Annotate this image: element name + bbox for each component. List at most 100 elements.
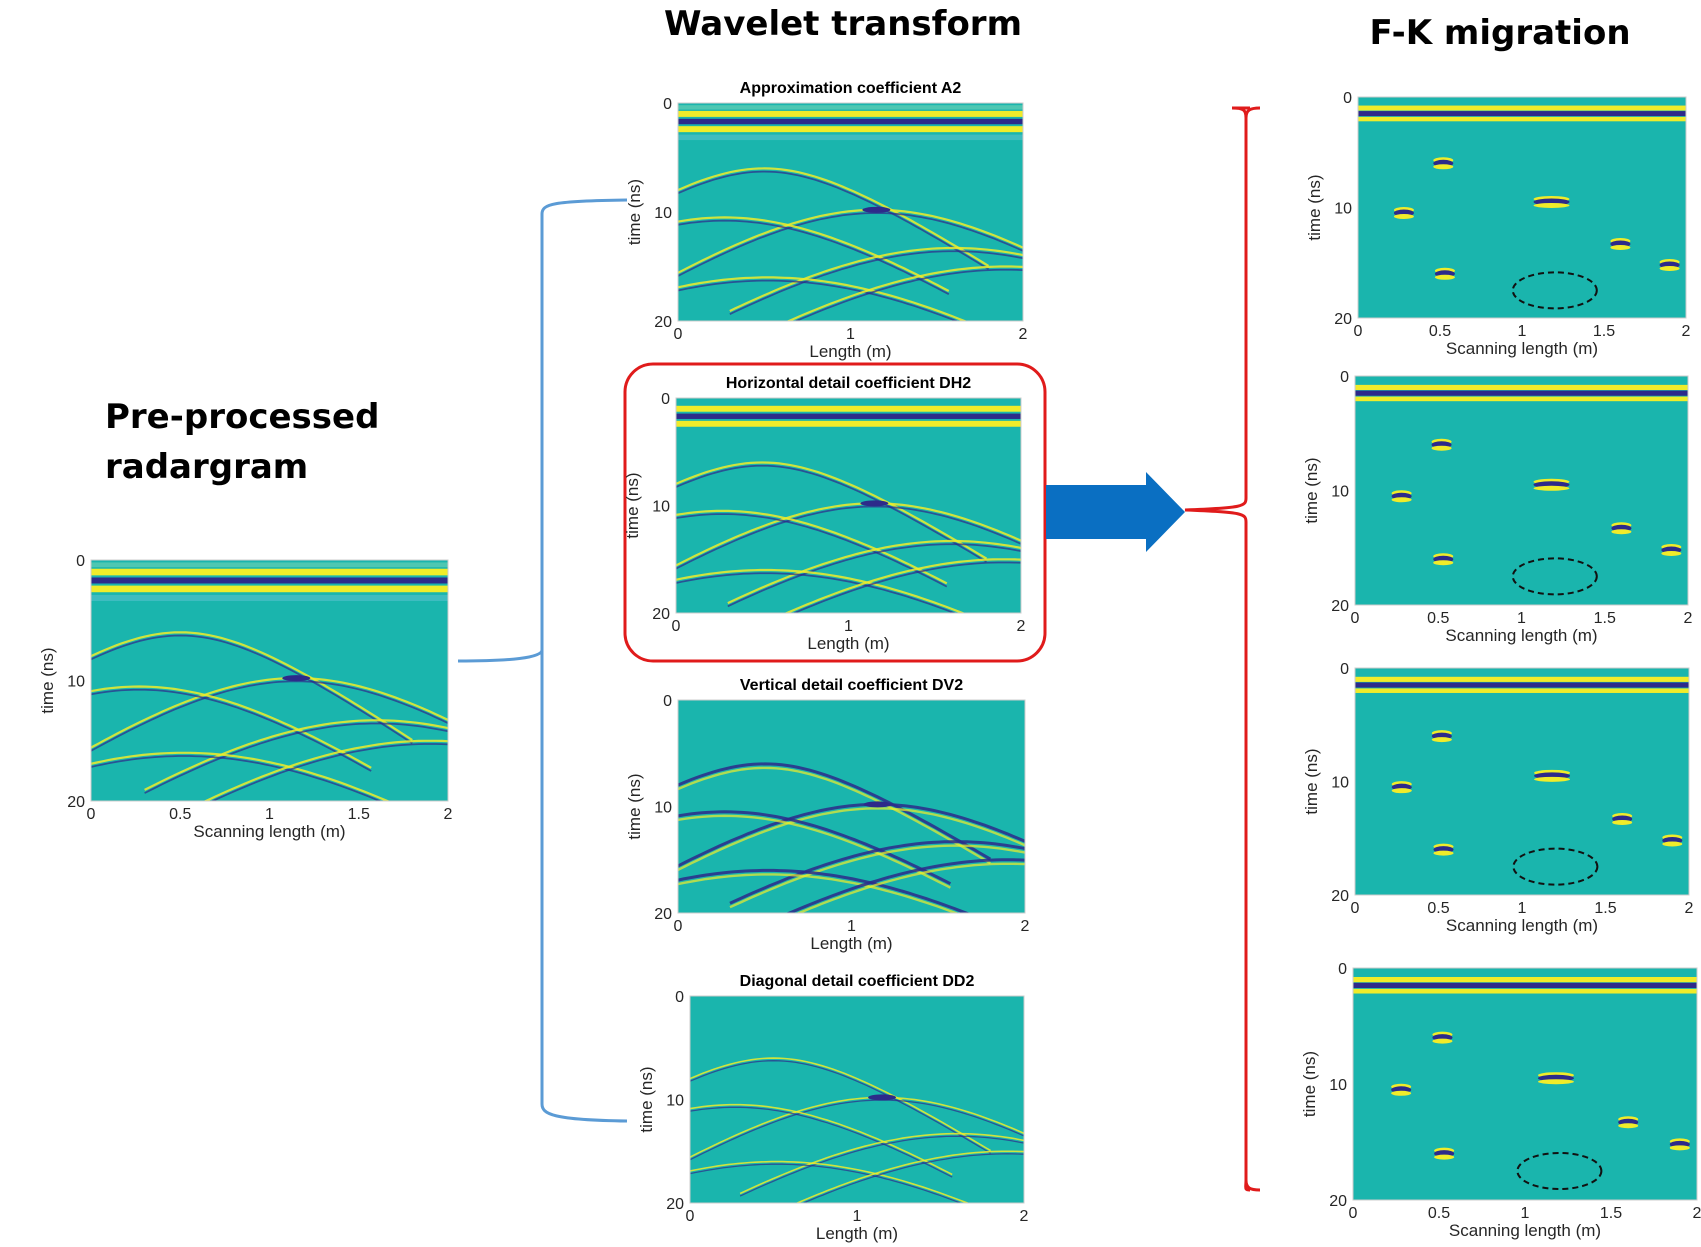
dashed-ellipse <box>1511 557 1598 596</box>
plot-frame <box>1352 967 1698 1201</box>
plot-area <box>91 560 448 801</box>
direct-wave-band <box>1355 688 1689 693</box>
x-tick-label: 1 <box>847 918 856 935</box>
reflection-hyperbola <box>690 1160 970 1203</box>
reflection-hyperbola <box>676 568 966 613</box>
reflection-apex <box>860 500 889 507</box>
reflection-apex <box>863 801 892 808</box>
y-tick-label: 0 <box>76 553 85 570</box>
x-axis-label: Scanning length (m) <box>193 822 345 841</box>
focused-target <box>1434 1154 1455 1160</box>
reflection-hyperbola <box>678 868 971 913</box>
y-tick-label: 0 <box>1340 661 1349 678</box>
plot-frame <box>689 995 1025 1204</box>
plot-area <box>690 996 1024 1203</box>
y-axis-label: time (ns) <box>1302 457 1321 523</box>
focused-target <box>1533 202 1570 208</box>
reflection-hyperbola <box>678 167 990 267</box>
x-tick-label: 2 <box>1021 918 1030 935</box>
x-tick-label: 1 <box>846 326 855 343</box>
y-tick-label: 20 <box>1331 598 1349 615</box>
dashed-ellipse <box>1516 1152 1603 1190</box>
heading-fk-migration: F-K migration <box>1369 13 1630 53</box>
direct-wave-band <box>678 118 1023 125</box>
y-tick-label: 20 <box>67 794 85 811</box>
focused-target <box>1612 819 1633 825</box>
x-tick-label: 1 <box>1518 323 1527 340</box>
x-axis-label: Scanning length (m) <box>1445 626 1597 645</box>
x-tick-label: 0 <box>87 806 96 823</box>
reflection-hyperbola <box>678 807 1025 872</box>
reflection-hyperbola <box>91 751 391 801</box>
x-tick-label: 2 <box>444 806 453 823</box>
plot-background <box>1355 668 1689 895</box>
x-tick-label: 0 <box>672 618 681 635</box>
reflection-hyperbola <box>795 862 1025 913</box>
direct-wave-band <box>1353 988 1697 994</box>
focused-target <box>1431 445 1452 451</box>
plot-area <box>1355 668 1689 895</box>
reflection-hyperbola <box>678 810 952 886</box>
y-tick-label: 0 <box>661 391 670 408</box>
reflection-hyperbola <box>91 634 413 744</box>
y-tick-label: 10 <box>1331 775 1349 792</box>
x-tick-label: 1.5 <box>1600 1205 1622 1222</box>
x-tick-label: 0 <box>674 918 683 935</box>
y-tick-label: 0 <box>1343 90 1352 107</box>
reflection-hyperbola <box>210 743 448 801</box>
direct-wave-band <box>1355 396 1688 402</box>
x-tick-label: 2 <box>1682 323 1691 340</box>
x-axis-label: Length (m) <box>809 342 891 361</box>
x-axis-label: Scanning length (m) <box>1449 1221 1601 1240</box>
dashed-ellipse <box>1511 271 1598 310</box>
plot-area <box>1353 968 1697 1200</box>
reflection-hyperbola <box>794 268 1023 321</box>
reflection-hyperbola <box>676 572 957 613</box>
reflection-hyperbola <box>91 631 413 741</box>
direct-wave-band <box>91 562 448 568</box>
focused-target <box>1433 560 1454 566</box>
dh2-highlight-box <box>623 362 1047 663</box>
focused-target <box>1391 497 1412 503</box>
focused-target <box>1537 1079 1574 1085</box>
x-tick-label: 1 <box>844 618 853 635</box>
plot-area <box>676 398 1021 613</box>
direct-wave-band <box>676 405 1021 412</box>
plot-frame <box>1357 96 1687 319</box>
reflection-hyperbola <box>91 680 448 752</box>
x-tick-label: 1.5 <box>1594 610 1616 627</box>
panel-title: Vertical detail coefficient DV2 <box>740 677 963 694</box>
x-tick-label: 0 <box>686 1208 695 1225</box>
y-tick-label: 0 <box>663 693 672 710</box>
direct-wave-band <box>676 413 1021 419</box>
reflection-hyperbola <box>801 1153 1024 1203</box>
plot-area <box>678 103 1023 321</box>
direct-wave-band <box>1353 982 1697 989</box>
x-tick-label: 1.5 <box>1593 323 1615 340</box>
y-axis-label: time (ns) <box>1302 748 1321 814</box>
x-tick-label: 0.5 <box>1429 323 1451 340</box>
y-tick-label: 10 <box>1334 201 1352 218</box>
plot-frame <box>677 102 1024 322</box>
reflection-hyperbola <box>678 762 992 861</box>
focused-target <box>1432 1038 1453 1044</box>
x-tick-label: 2 <box>1020 1208 1029 1225</box>
x-tick-label: 0.5 <box>1428 1205 1450 1222</box>
x-tick-label: 2 <box>1017 618 1026 635</box>
y-tick-label: 20 <box>1334 311 1352 328</box>
reflection-hyperbola <box>678 170 989 270</box>
reflection-hyperbola <box>676 461 988 560</box>
red-brace <box>1184 106 1251 1192</box>
blue-brace <box>457 198 628 1123</box>
x-tick-label: 1 <box>1518 900 1527 917</box>
x-tick-label: 1.5 <box>1594 900 1616 917</box>
x-tick-label: 0.5 <box>1427 900 1449 917</box>
heading-preprocessed-line2: radargram <box>105 447 308 487</box>
reflection-hyperbola <box>676 505 1021 570</box>
x-axis-label: Length (m) <box>807 634 889 653</box>
y-axis-label: time (ns) <box>1300 1051 1319 1117</box>
